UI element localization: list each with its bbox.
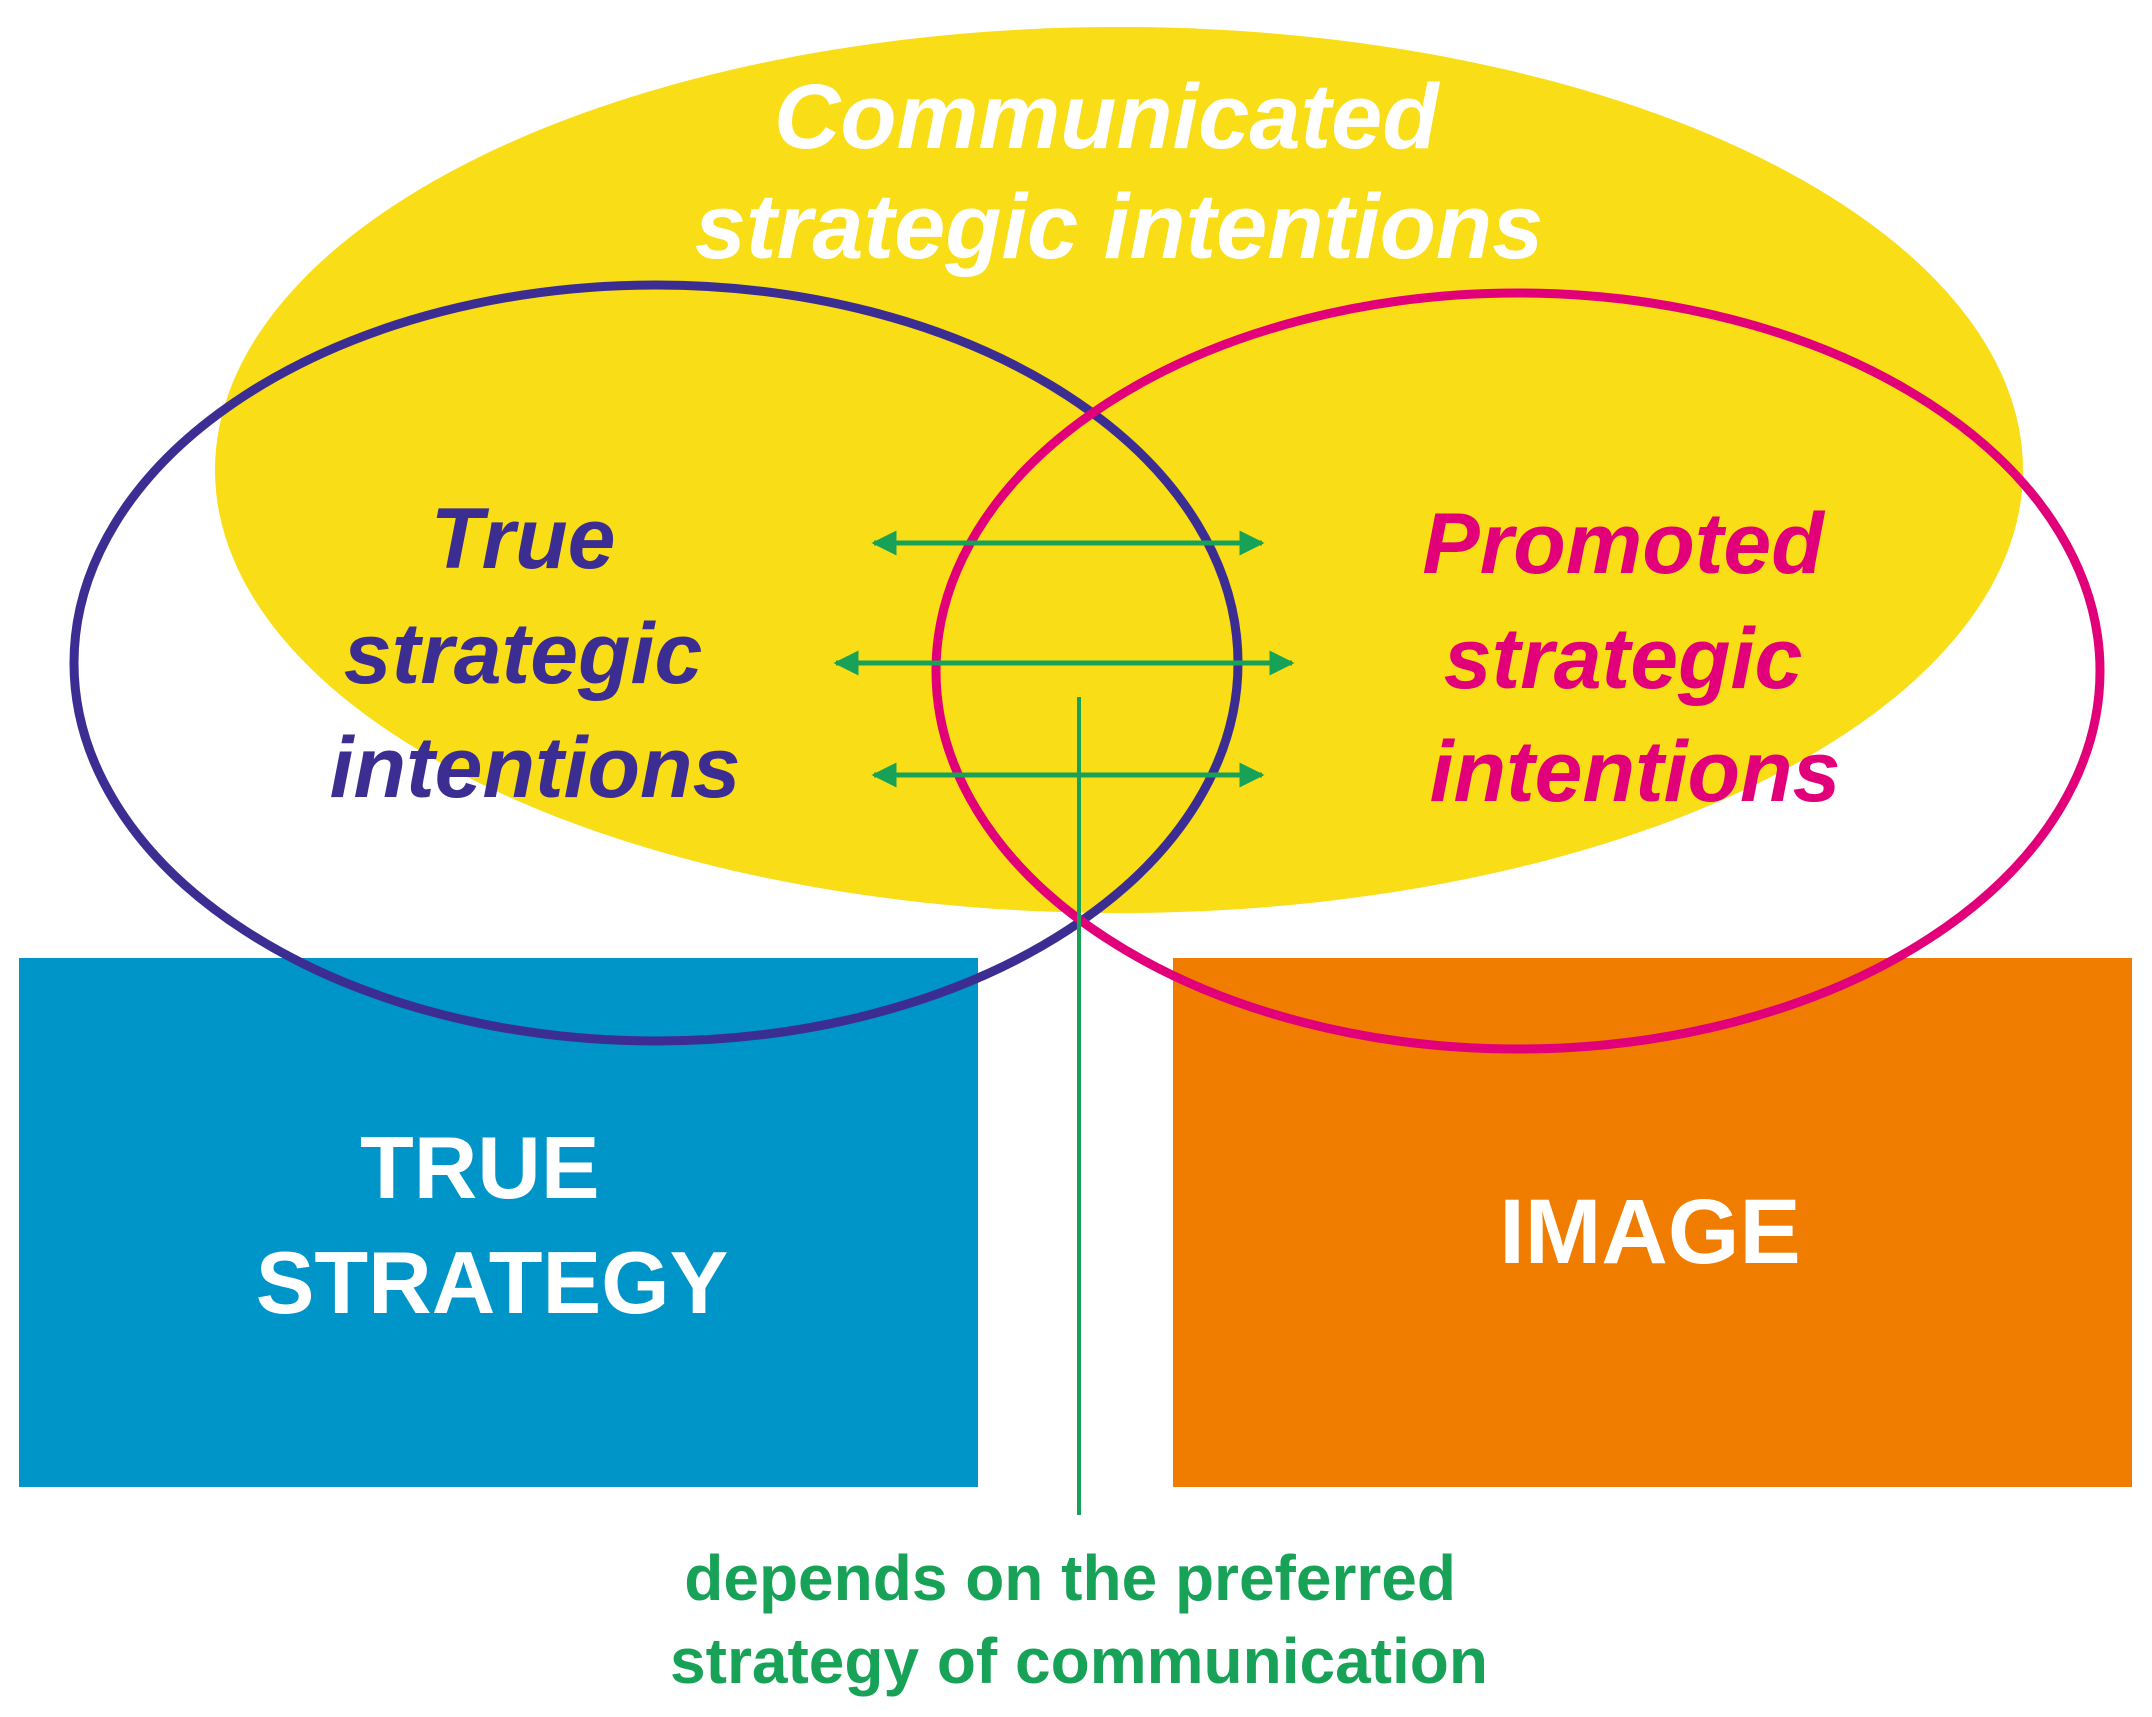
true-intentions-line2: strategic xyxy=(344,606,703,702)
note-label: depends on the preferred strategy of com… xyxy=(670,1542,1488,1697)
image-box xyxy=(1173,958,2132,1487)
promoted-intentions-label: Promoted strategic intentions xyxy=(1422,496,1847,820)
promoted-intentions-line3: intentions xyxy=(1430,724,1841,820)
image-label: IMAGE xyxy=(1499,1181,1801,1283)
communicated-label: Communicated strategic intentions xyxy=(695,66,1544,278)
communicated-ellipse xyxy=(215,27,2023,913)
promoted-intentions-line2: strategic xyxy=(1444,611,1803,707)
true-intentions-line3: intentions xyxy=(330,720,741,816)
note-line1: depends on the preferred xyxy=(684,1542,1456,1614)
promoted-intentions-line1: Promoted xyxy=(1422,496,1825,592)
communicated-line1: Communicated xyxy=(774,66,1440,168)
communicated-line2: strategic intentions xyxy=(695,176,1544,278)
true-intentions-line1: True xyxy=(431,491,616,587)
true-strategy-line1: TRUE xyxy=(360,1118,600,1217)
true-strategy-line2: STRATEGY xyxy=(256,1233,729,1332)
true-strategy-label: TRUE STRATEGY xyxy=(256,1118,729,1332)
true-strategy-box xyxy=(19,958,978,1487)
true-intentions-label: True strategic intentions xyxy=(330,491,741,816)
note-line2: strategy of communication xyxy=(670,1625,1488,1697)
